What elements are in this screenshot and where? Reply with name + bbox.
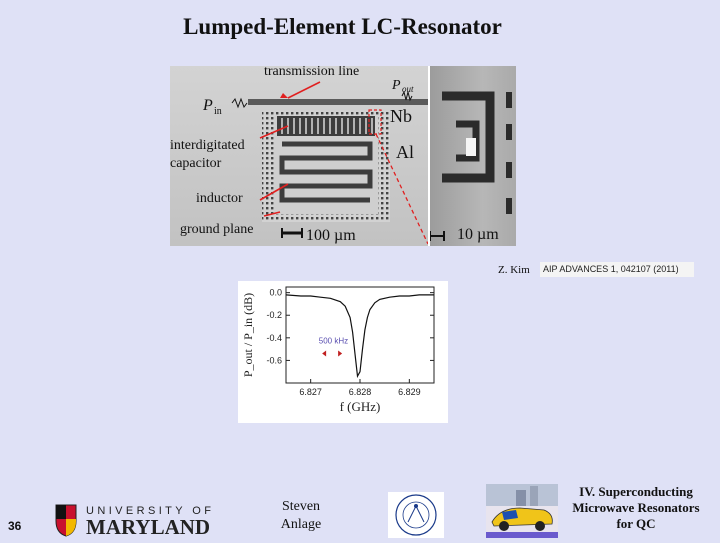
section-line-2: Microwave Resonators (572, 500, 700, 515)
transmission-chart: 0.0 -0.2 -0.4 -0.6 6.827 6.828 6.829 f (GHz) P_o… (241, 286, 435, 414)
micrograph-overview: transmission line P in interdigitated ca… (170, 66, 429, 246)
x-tick-label: 6.828 (349, 387, 372, 397)
author-last: Anlage (280, 517, 322, 532)
seal-drawing (395, 494, 437, 536)
logo-line-1: UNIVERSITY OF (86, 505, 214, 517)
label-p-out-sub: out (402, 84, 414, 94)
label-p-in-sub: in (214, 106, 222, 117)
section-line-1: IV. Superconducting (579, 484, 693, 499)
author-first: Steven (281, 499, 321, 514)
resonator-micrograph: transmission line P in interdigitated ca… (170, 66, 516, 246)
university-of-maryland-logo: UNIVERSITY OF MARYLAND (52, 501, 230, 539)
author-name: Steven Anlage (268, 498, 334, 534)
section-title: IV. Superconducting Microwave Resonators… (563, 484, 709, 532)
reference-author: Z. Kim (498, 264, 530, 276)
x-tick-label: 6.827 (299, 387, 322, 397)
page-number: 36 (8, 519, 22, 533)
y-tick-label: 0.0 (269, 288, 282, 298)
zoom-drawing (429, 91, 512, 241)
section-line-3: for QC (616, 516, 656, 531)
label-scale-10um: 10 µm (457, 226, 499, 243)
label-capacitor: capacitor (170, 156, 222, 171)
y-tick-label: -0.2 (266, 310, 282, 320)
resonator-chip-drawing: transmission line P in interdigitated ca… (170, 66, 429, 245)
linewidth-annotation: 500 kHz (319, 336, 348, 345)
y-tick-label: -0.6 (266, 355, 282, 365)
slide-title: Lumped-Element LC-Resonator (183, 14, 502, 39)
nanophysics-center-seal (388, 492, 444, 538)
y-tick-label: -0.4 (266, 333, 282, 343)
x-axis-label: f (GHz) (340, 399, 381, 414)
label-p-out: P (391, 78, 401, 93)
car-drawing (486, 484, 558, 538)
label-al: Al (396, 142, 414, 162)
transmission-series-line (285, 294, 434, 379)
label-interdigitated: interdigitated (170, 138, 245, 153)
micrograph-zoom (428, 66, 516, 246)
annotation-arrow-right (338, 350, 343, 357)
x-tick-label: 6.829 (398, 387, 421, 397)
label-inductor: inductor (196, 191, 243, 206)
label-p-in: P (202, 97, 213, 114)
label-transmission-line: transmission line (264, 66, 359, 79)
reference-journal: AIP ADVANCES 1, 042107 (2011) (540, 262, 694, 277)
y-axis-label: P_out / P_in (dB) (241, 293, 255, 377)
label-nb: Nb (390, 106, 412, 126)
label-ground-plane: ground plane (180, 222, 253, 237)
label-scale-100um: 100 µm (306, 227, 356, 244)
umd-logo-drawing: UNIVERSITY OF MARYLAND (55, 504, 214, 539)
transmission-plot: 0.0 -0.2 -0.4 -0.6 6.827 6.828 6.829 f (GHz) P_o… (238, 281, 448, 423)
logo-line-2: MARYLAND (86, 515, 210, 537)
race-car-photo (486, 484, 558, 538)
annotation-arrow-left (322, 350, 327, 357)
